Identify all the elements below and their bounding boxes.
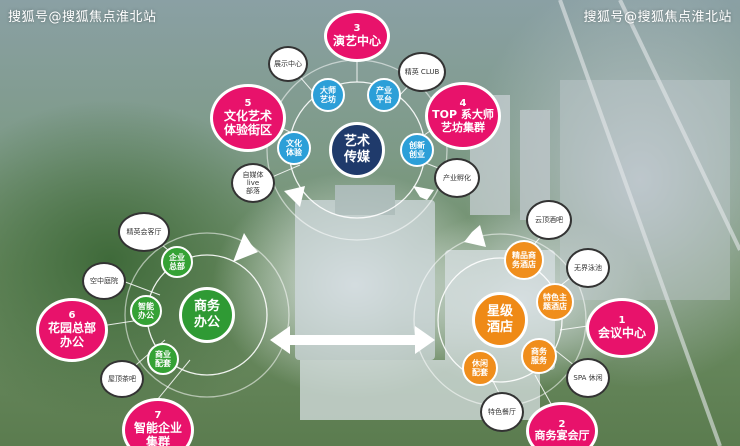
feature-1-conference-center: 1 会议中心 (586, 298, 658, 358)
feature-5-culture-art-street: 5 文化艺术 体验街区 (210, 84, 286, 152)
roads (558, 0, 740, 446)
office-smart-office: 智能 办公 (130, 295, 162, 327)
office-commercial-support: 商业 配套 (147, 343, 179, 375)
tag-exhibition-center: 展示中心 (268, 46, 308, 82)
hotel-business-service: 商务 服务 (521, 338, 557, 374)
double-arrows (233, 186, 486, 354)
hotel-boutique-business: 精品商 务酒店 (504, 240, 544, 280)
feature-7-smart-enterprise-cluster: 7 智能企业 集群 (122, 398, 194, 446)
feature-3-performance-center: 3 演艺中心 (324, 10, 390, 62)
tag-elite-lounge: 精英会客厅 (118, 212, 170, 252)
arrow-art-office (233, 186, 305, 262)
art-master-studio: 大师 艺坊 (311, 78, 345, 112)
hub-star-hotel: 星级 酒店 (472, 292, 528, 348)
arrow-office-hotel (270, 326, 435, 354)
hub-art-media: 艺术 传媒 (329, 122, 385, 178)
tag-self-media-live: 自媒体 live 部落 (231, 163, 275, 203)
tag-industry-incubation: 产业孵化 (434, 158, 480, 198)
hub-business-office: 商务 办公 (179, 287, 235, 343)
tag-rooftop-tea-bar: 屋顶茶吧 (100, 360, 144, 398)
tag-cloud-top-bar: 云顶酒吧 (526, 200, 572, 240)
feature-2-business-banquet-hall: 2 商务宴会厅 (526, 402, 598, 446)
tag-infinity-pool: 无界泳池 (566, 248, 610, 288)
feature-4-top-master-studios: 4 TOP 系大师 艺坊集群 (425, 82, 501, 150)
watermark-left: 搜狐号@搜狐焦点淮北站 (8, 10, 157, 25)
art-culture-experience: 文化 体验 (277, 131, 311, 165)
tag-elite-club: 精英 CLUB (398, 52, 446, 92)
art-innovation-startup: 创新 创业 (400, 133, 434, 167)
office-enterprise-hq: 企业 总部 (161, 246, 193, 278)
tag-sky-garden: 空中庭院 (82, 262, 126, 300)
tag-spa-leisure: SPA 休闲 (566, 358, 610, 398)
art-industry-platform: 产业 平台 (367, 78, 401, 112)
watermark-right: 搜狐号@搜狐焦点淮北站 (583, 10, 732, 25)
feature-6-garden-hq-office: 6 花园总部 办公 (36, 298, 108, 362)
hotel-leisure-support: 休闲 配套 (462, 350, 498, 386)
building-silhouettes (295, 80, 730, 420)
arrow-art-hotel (413, 186, 486, 247)
hotel-theme-hotel: 特色主 题酒店 (536, 283, 574, 321)
tag-specialty-restaurant: 特色餐厅 (480, 392, 524, 432)
